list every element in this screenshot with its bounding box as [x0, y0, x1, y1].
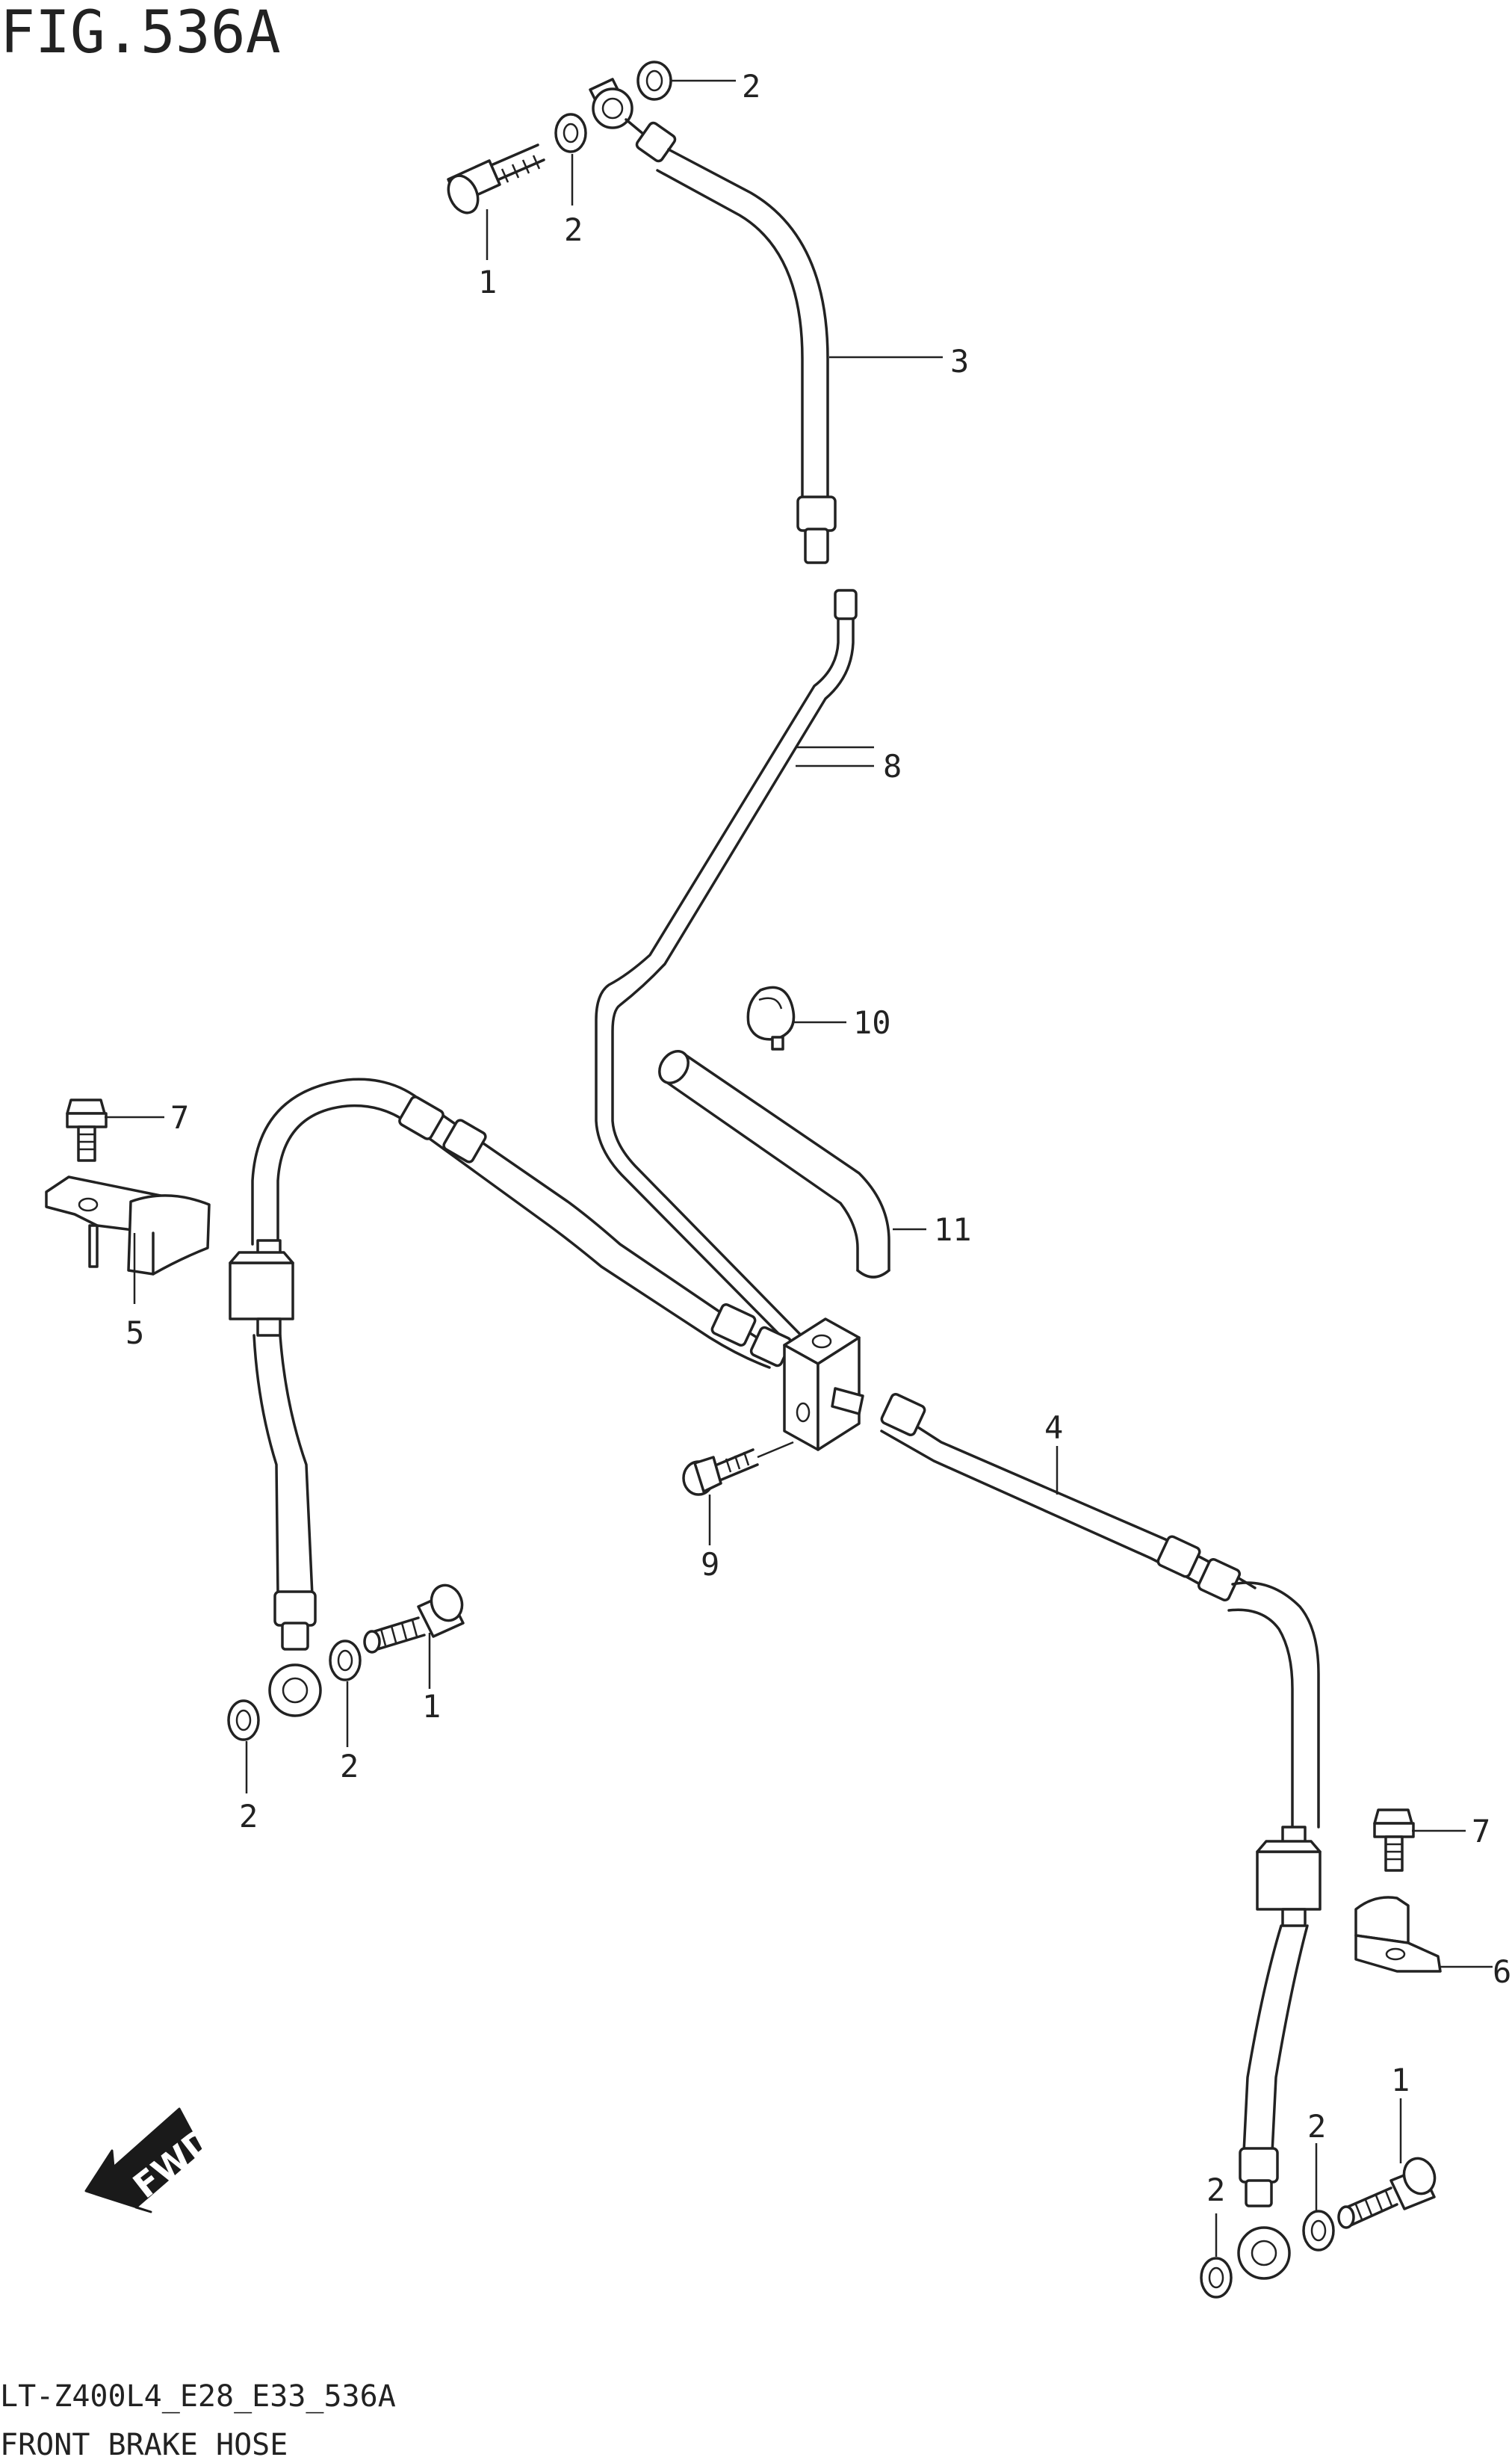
- diagram-title: FRONT BRAKE HOSE: [0, 2428, 288, 2462]
- part-3-upper-brake-hose[interactable]: [589, 78, 837, 564]
- callout-1-lower: 1: [1391, 2062, 1410, 2098]
- part-2-washer-bottom-left[interactable]: [1200, 2257, 1233, 2299]
- leader-lines: [105, 79, 1493, 2257]
- part-1-union-bolt-left[interactable]: [363, 1581, 467, 1654]
- callout-labels: 1 2 2 3 8 10 11 7 5 4 9 1 2 2 7 6 1 2 2: [126, 68, 1511, 2208]
- part-2-washer-top-right[interactable]: [636, 61, 672, 101]
- three-way-joint[interactable]: [783, 1317, 864, 1451]
- callout-8: 8: [883, 748, 902, 785]
- callout-2-lower-right: 2: [1307, 2108, 1326, 2145]
- part-7-bolt-left[interactable]: [66, 1098, 108, 1162]
- callout-2-upper-right: 2: [742, 68, 760, 105]
- callout-5: 5: [126, 1314, 144, 1351]
- callout-4: 4: [1044, 1409, 1063, 1446]
- part-10-clamp[interactable]: [746, 986, 796, 1051]
- callout-2-lower-left: 2: [1206, 2172, 1225, 2208]
- callout-11: 11: [934, 1211, 972, 1248]
- callout-2-middle-right: 2: [340, 1748, 359, 1784]
- callout-2-middle-left: 2: [239, 1798, 258, 1835]
- part-7-bolt-right[interactable]: [1373, 1808, 1415, 1872]
- forward-arrow-icon: FWD: [84, 2107, 221, 2213]
- callout-7-left: 7: [170, 1099, 189, 1136]
- callout-1-middle: 1: [422, 1688, 441, 1725]
- part-6-hose-clamp[interactable]: [1354, 1896, 1442, 1973]
- part-2-washer-top-left[interactable]: [554, 113, 587, 153]
- callout-6: 6: [1493, 1953, 1511, 1990]
- part-5-hose-clamp[interactable]: [45, 1175, 211, 1276]
- callout-10: 10: [853, 1004, 891, 1041]
- part-1-union-bolt-upper[interactable]: [443, 143, 545, 217]
- model-code: LT-Z400L4_E28_E33_536A: [0, 2379, 396, 2414]
- part-9-bolt[interactable]: [682, 1441, 794, 1496]
- callout-9: 9: [701, 1546, 719, 1583]
- part-1-union-bolt-lower-right[interactable]: [1337, 2154, 1440, 2229]
- part-11-protector-tube[interactable]: [654, 1045, 890, 1279]
- part-2-washer-mid-right[interactable]: [329, 1640, 362, 1681]
- callout-1-upper: 1: [478, 264, 497, 300]
- callout-2-upper-left: 2: [564, 211, 583, 248]
- part-4-front-brake-hose[interactable]: [229, 1078, 1322, 2280]
- figure-title: FIG.536A: [0, 0, 281, 67]
- callout-3: 3: [950, 343, 969, 380]
- part-2-washer-mid-left[interactable]: [227, 1699, 260, 1741]
- callout-7-right: 7: [1472, 1813, 1490, 1849]
- part-2-washer-bottom-right[interactable]: [1302, 2210, 1335, 2252]
